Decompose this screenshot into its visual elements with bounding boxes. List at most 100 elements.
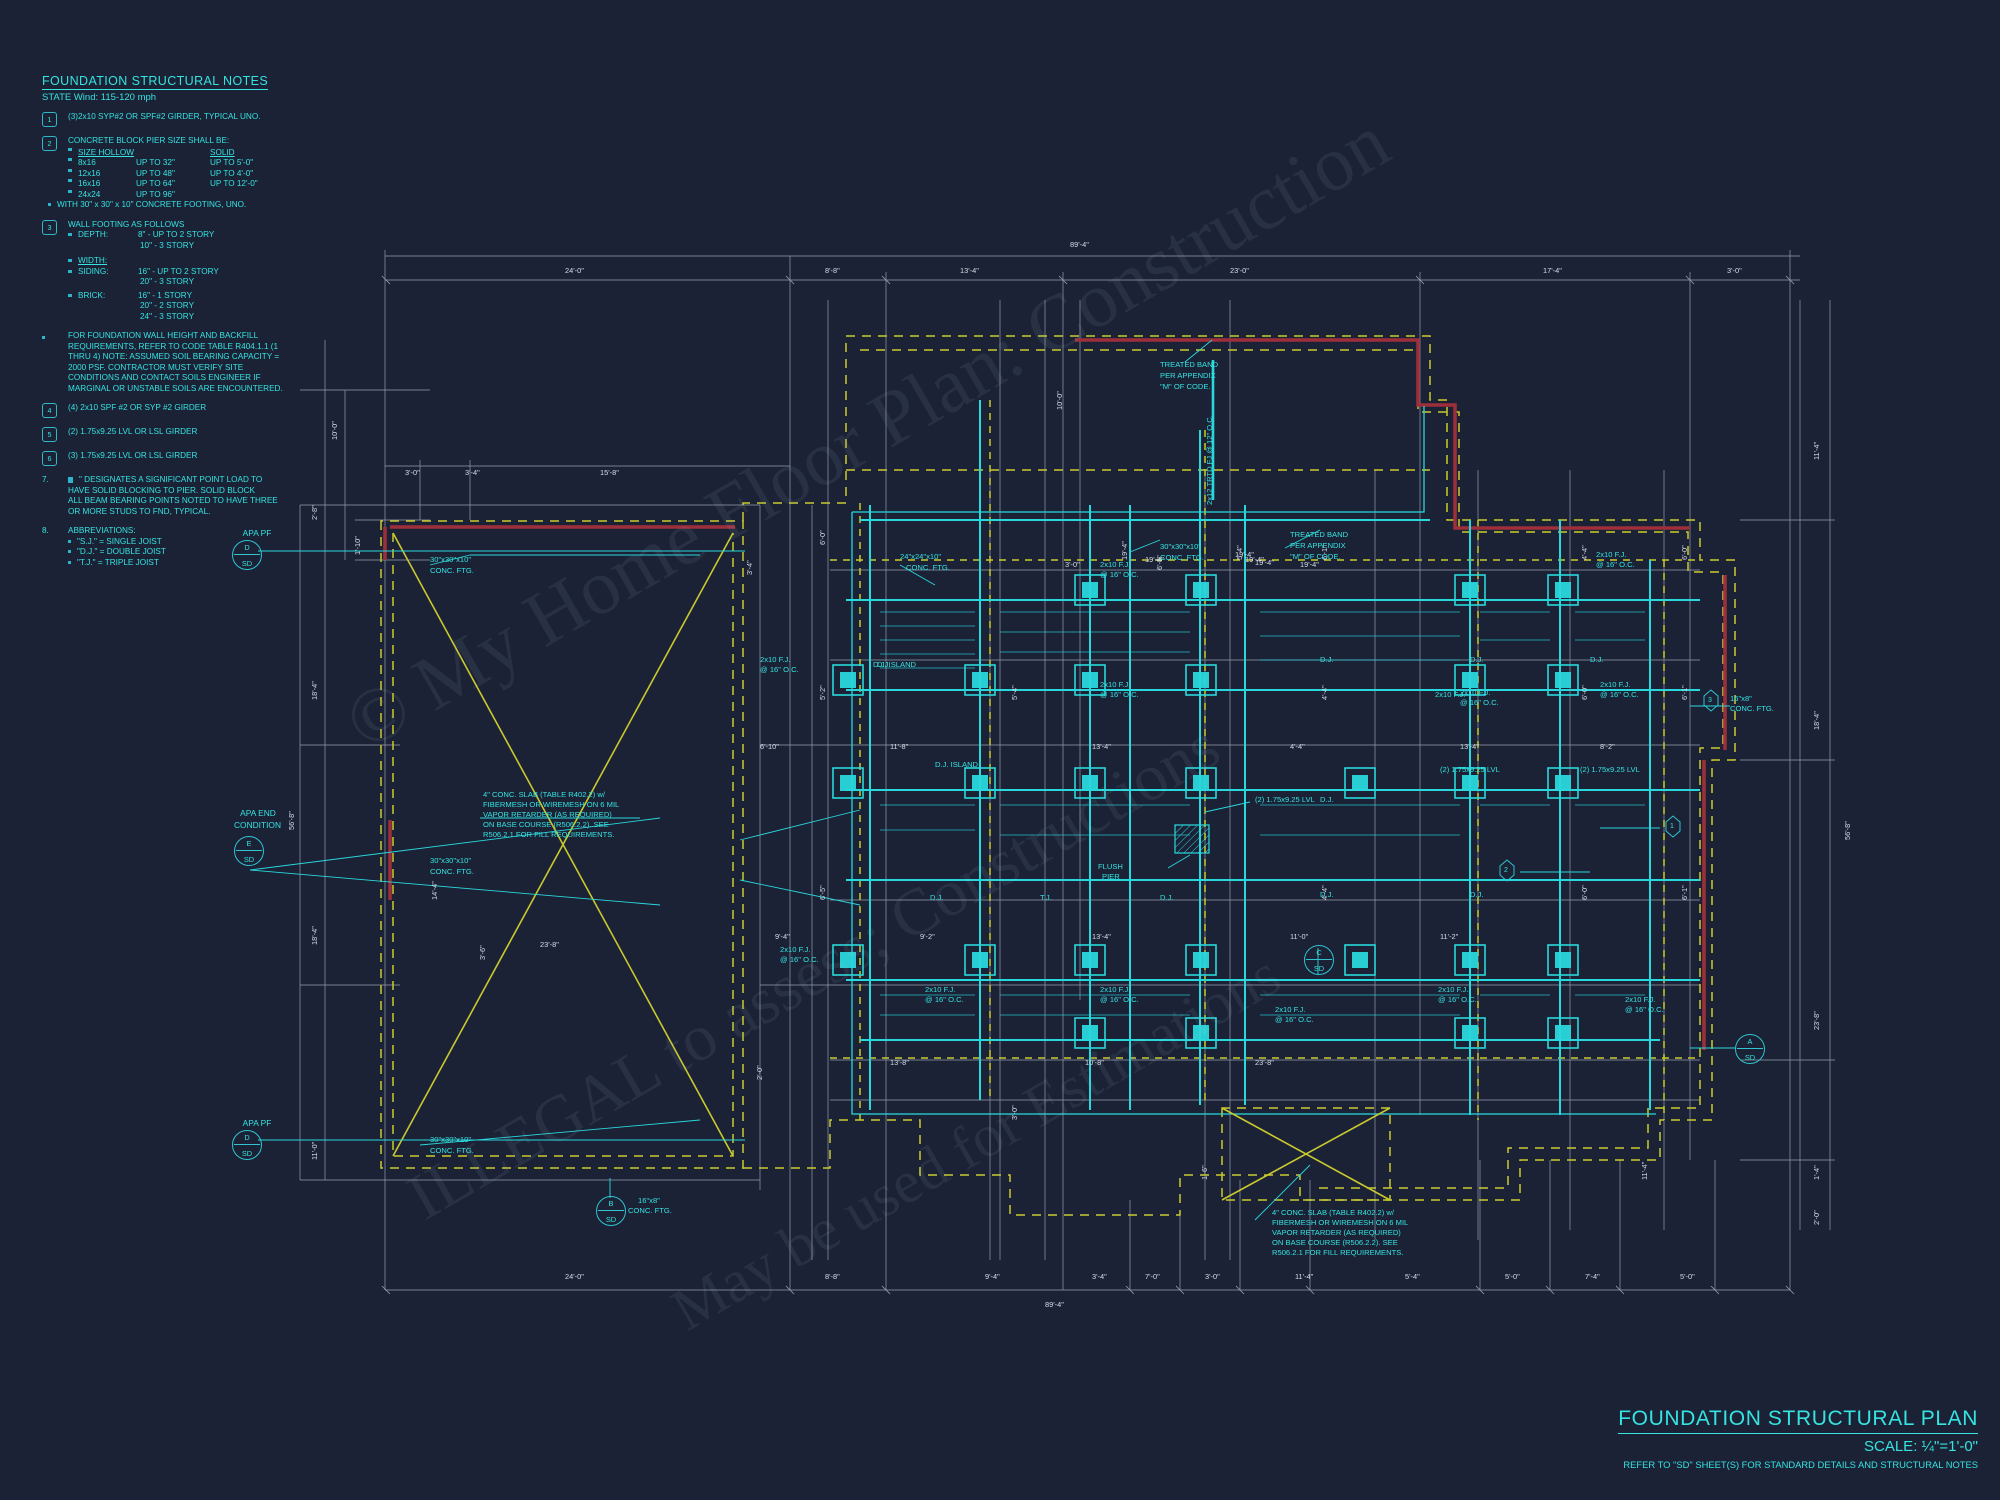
- joist-label-6b: @ 16" O.C.: [925, 995, 964, 1004]
- ftg-16-bottom-l2: CONC. FTG.: [628, 1206, 672, 1215]
- joist-label-10b: @ 16" O.C.: [1625, 1005, 1664, 1014]
- dim-int-h18: 19'-4": [1245, 555, 1264, 564]
- note-2-heading: CONCRETE BLOCK PIER SIZE SHALL BE:: [68, 136, 230, 145]
- title-block-scale: SCALE: ¼"=1'-0": [1864, 1438, 1978, 1455]
- treated-band-2-l1: PER APPENDIX: [1290, 541, 1346, 550]
- abbrev-0: "S.J." = SINGLE JOIST: [77, 536, 162, 546]
- apa-end-label-2: CONDITION: [234, 820, 281, 830]
- apa-pf-top-sheet: SD: [241, 559, 253, 568]
- bubble-b-letter: B: [608, 1199, 614, 1208]
- depth-label: DEPTH:: [78, 230, 109, 239]
- note-hex-4: 4: [42, 403, 57, 418]
- siding-value-1: 20" - 3 STORY: [140, 277, 195, 286]
- note-item-2: 2 CONCRETE BLOCK PIER SIZE SHALL BE: SIZ…: [42, 136, 342, 211]
- dim-top-3: 23'-0": [1230, 266, 1249, 275]
- dim-int-h7: 9'-2": [920, 932, 935, 941]
- ftg-24-l2: CONC. FTG.: [906, 563, 950, 572]
- dim-int-h19: 3'-6": [478, 945, 487, 960]
- backfill-line-1: REQUIREMENTS, REFER TO CODE TABLE R404.1…: [68, 341, 279, 351]
- flush-pier-l0: FLUSH: [1098, 862, 1123, 871]
- lvl-note-right-a: (2) 1.75x9.25 LVL: [1440, 765, 1500, 774]
- apa-end-bubble[interactable]: E SD: [234, 836, 264, 866]
- joist-label-0a: 2x10 F.J.: [760, 655, 791, 664]
- apa-pf-top-bubble[interactable]: D SD: [232, 540, 262, 570]
- apa-pf-bottom-label: APA PF: [242, 1118, 272, 1128]
- dim-int-32: 6'-1": [1680, 685, 1689, 700]
- dim-int-26: 4'-4": [1580, 545, 1589, 560]
- pier-row-3-hollow: UP TO 96": [136, 189, 175, 199]
- pier-row-1-solid: UP TO 4'-0": [210, 168, 254, 178]
- dj-label-1: D.J.: [930, 893, 944, 902]
- dim-int-h14: 10'-8": [1085, 1058, 1104, 1067]
- dim-bot-0: 24'-0": [565, 1272, 584, 1281]
- joist-label-7b: @ 16" O.C.: [1100, 995, 1139, 1004]
- joist-label-0b: @ 16" O.C.: [760, 665, 799, 674]
- ftg-24-l1: 24"x24"x10": [900, 552, 942, 561]
- note-1-text: (3)2x10 SYP#2 OR SPF#2 GIRDER, TYPICAL U…: [68, 112, 261, 121]
- dim-bot-4: 7'-0": [1145, 1272, 1160, 1281]
- slab-note-2: 4" CONC. SLAB (TABLE R402.2) w/ FIBERMES…: [1272, 1208, 1408, 1258]
- slab-note-1: 4" CONC. SLAB (TABLE R402.2) w/ FIBERMES…: [483, 790, 619, 840]
- note-hex-1: 1: [42, 112, 57, 127]
- treated-band-1-l2: "M" OF CODE.: [1160, 382, 1211, 391]
- dim-int-h5: 8'-2": [1600, 742, 1615, 751]
- dj-label-0: D.J.: [877, 660, 891, 669]
- detail-bubble-a[interactable]: A SD: [1735, 1034, 1765, 1064]
- note-7-line-1: HAVE SOLID BLOCKING TO PIER. SOLID BLOCK: [68, 485, 256, 495]
- dim-int-35: 6'-0": [1580, 885, 1589, 900]
- slab-note-2-l1: FIBERMESH OR WIREMESH ON 6 MIL: [1272, 1218, 1409, 1227]
- dim-top2-0: 3'-0": [405, 468, 420, 477]
- apa-pf-top-label: APA PF: [242, 528, 272, 538]
- dim-int-37: 19'-4": [1120, 541, 1129, 560]
- apa-end-sheet: SD: [243, 855, 255, 864]
- backfill-line-4: CONDITIONS AND CONTACT SOILS ENGINEER IF: [68, 373, 261, 382]
- pier-row-2-hollow: UP TO 64": [136, 179, 175, 188]
- ftg-30-a-l1: 30"x30"x10": [430, 555, 472, 564]
- ftg-30-c-l1: 30"x30"x10": [430, 1135, 472, 1144]
- slab-note-2-l2: VAPOR RETARDER (AS REQUIRED): [1272, 1228, 1401, 1237]
- pier-row-2-size: 16x16: [78, 179, 101, 188]
- slab-note-2-l0: 4" CONC. SLAB (TABLE R402.2) w/: [1272, 1208, 1394, 1217]
- backfill-line-2: THRU 4) NOTE: ASSUMED SOIL BEARING CAPAC…: [68, 352, 280, 361]
- dj-label-7: D.J.: [1590, 655, 1604, 664]
- dim-int-h10: 11'-2": [1440, 932, 1459, 941]
- dim-int-h21: 23'-8": [540, 940, 559, 949]
- backfill-line-3: 2000 PSF. CONTRACTOR MUST VERIFY SITE: [68, 362, 244, 372]
- brick-value-2: 24" - 3 STORY: [140, 311, 195, 321]
- note-item-6: 6 (3) 1.75x9.25 LVL OR LSL GIRDER: [42, 451, 342, 466]
- dim-top2-2: 15'-8": [600, 468, 619, 477]
- joist-label-9a: 2x10 F.J.: [1438, 985, 1469, 994]
- pier-table-header-solid: SOLID: [210, 147, 235, 157]
- tj-label-0: T.J.: [1040, 893, 1052, 902]
- bubble-b-sheet: SD: [605, 1215, 617, 1224]
- dim-int-33: 6'-5": [818, 885, 827, 900]
- detail-bubble-b[interactable]: B SD: [596, 1196, 626, 1226]
- dim-right-overall: 56'-8": [1843, 821, 1852, 840]
- plan-hex-1: 1: [1670, 823, 1674, 830]
- ftg-30-b-l2: CONC. FTG.: [430, 867, 474, 876]
- dim-int-h9: 11'-0": [1290, 932, 1309, 941]
- pier-row-0-solid: UP TO 5'-0": [210, 158, 254, 167]
- ftg-16-right-l1: 16"x8": [1730, 694, 1752, 703]
- ftg-30-b-l1: 30"x30"x10": [430, 856, 472, 865]
- ftg-30-d-l2: CONC. FTG.: [1160, 553, 1204, 562]
- detail-bubble-c[interactable]: C SD: [1304, 945, 1334, 975]
- dim-int-39: 3'-0": [1010, 1105, 1019, 1120]
- dim-bot-7: 5'-4": [1405, 1272, 1420, 1281]
- apa-pf-bottom-bubble[interactable]: D SD: [232, 1130, 262, 1160]
- dim-bot-8: 5'-0": [1505, 1272, 1520, 1281]
- apa-end-label-1: APA END: [240, 808, 276, 818]
- dim-bot-2: 9'-4": [985, 1272, 1000, 1281]
- joist-label-1a: 2x10 F.J.: [1100, 680, 1131, 689]
- dim-right-1: 18'-4": [1812, 711, 1821, 730]
- note-item-7: 7. " DESIGNATES A SIGNIFICANT POINT LOAD…: [42, 475, 342, 517]
- flush-pier-block: [1174, 824, 1210, 854]
- dj-label-4: D.J.: [1320, 890, 1334, 899]
- treated-band-2-l0: TREATED BAND: [1290, 530, 1349, 539]
- note-8-heading: ABBREVIATIONS:: [68, 526, 136, 535]
- ftg-16-right-l2: CONC. FTG.: [1730, 704, 1774, 713]
- siding-label: SIDING:: [78, 266, 109, 276]
- apa-end-letter: E: [246, 839, 252, 848]
- pier-row-2-solid: UP TO 12'-0": [210, 179, 258, 188]
- note-4-text: (4) 2x10 SPF #2 OR SYP #2 GIRDER: [68, 403, 207, 412]
